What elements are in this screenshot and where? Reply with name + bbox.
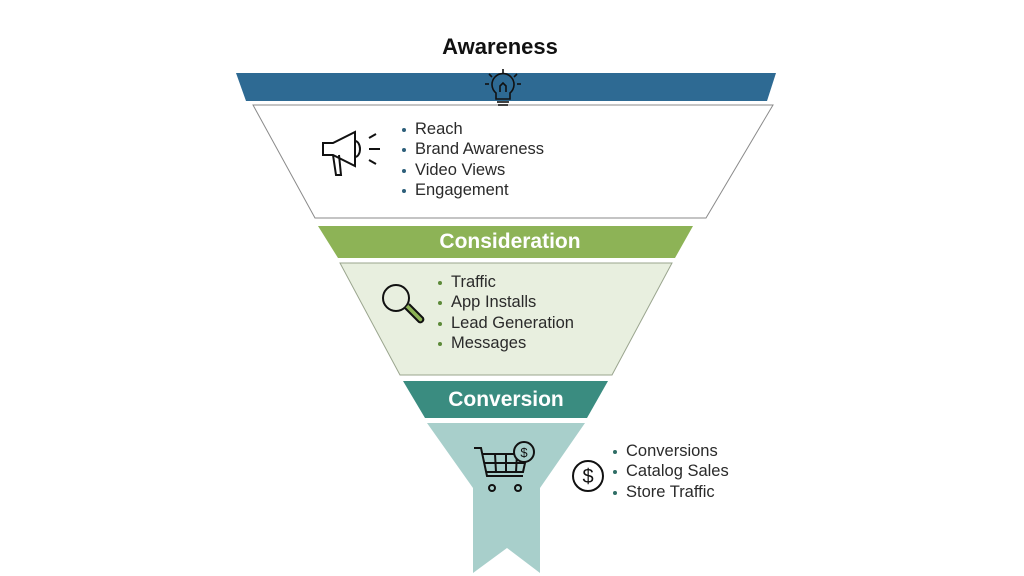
list-item: Reach — [401, 119, 544, 139]
svg-text:$: $ — [582, 466, 593, 488]
consideration-panel — [339, 262, 673, 376]
shopping-cart-icon — [474, 441, 535, 492]
list-item: Brand Awareness — [401, 139, 544, 159]
awareness-list: Reach Brand Awareness Video Views Engage… — [401, 119, 544, 200]
list-item: Store Traffic — [612, 482, 729, 502]
list-item: App Installs — [437, 292, 574, 312]
dollar-circle-icon: $ — [572, 460, 604, 492]
list-item: Engagement — [401, 180, 544, 200]
lightbulb-icon — [485, 69, 521, 106]
conversion-list: Conversions Catalog Sales Store Traffic — [612, 441, 729, 502]
list-item: Catalog Sales — [612, 461, 729, 481]
list-item: Messages — [437, 333, 574, 353]
consideration-title: Consideration — [439, 230, 581, 253]
magnifier-icon — [382, 284, 425, 324]
list-item: Conversions — [612, 441, 729, 461]
cart-dollar-glyph: $ — [520, 445, 528, 460]
list-item: Lead Generation — [437, 313, 574, 333]
awareness-panel — [252, 104, 774, 219]
consideration-band — [318, 226, 693, 258]
conversion-panel — [427, 423, 585, 573]
conversion-title: Conversion — [448, 388, 564, 411]
megaphone-icon — [322, 130, 380, 176]
conversion-band — [403, 381, 608, 418]
consideration-list: Traffic App Installs Lead Generation Mes… — [437, 272, 574, 353]
list-item: Video Views — [401, 160, 544, 180]
awareness-title: Awareness — [442, 34, 558, 59]
list-item: Traffic — [437, 272, 574, 292]
